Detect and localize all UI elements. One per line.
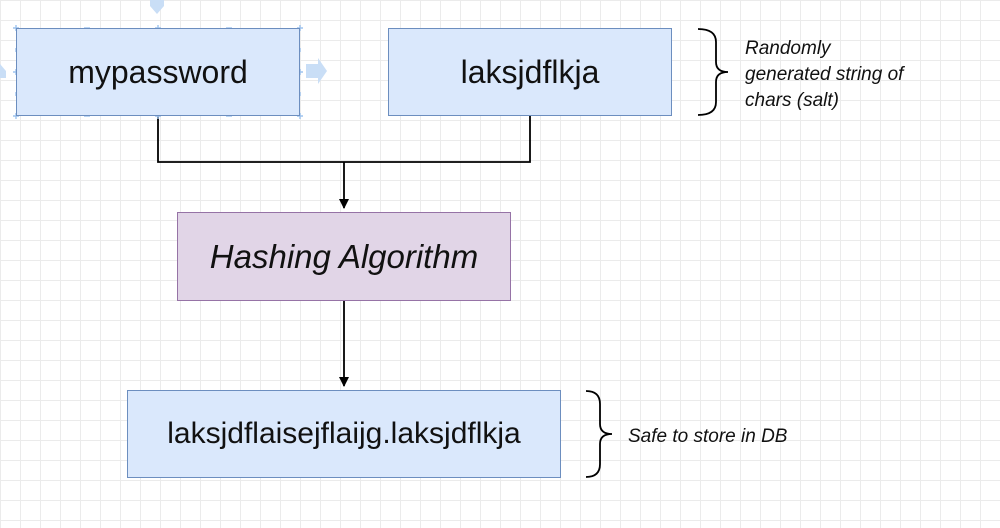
node-hashing-algorithm[interactable]: Hashing Algorithm	[177, 212, 511, 301]
annotation-output[interactable]: Safe to store in DB	[628, 424, 868, 450]
node-output-hash[interactable]: laksjdflaisejflaijg.laksjdflkja	[127, 390, 561, 478]
connector-password-to-merge[interactable]	[157, 116, 344, 163]
annotation-salt-line-3: chars (salt)	[745, 90, 839, 111]
annotation-salt[interactable]: Randomly generated string of chars (salt…	[745, 36, 985, 114]
brace-output-icon[interactable]	[585, 390, 613, 478]
brace-salt-icon[interactable]	[697, 28, 729, 116]
node-password[interactable]: mypassword	[16, 28, 300, 116]
annotation-salt-line-1: Randomly	[745, 38, 831, 59]
hint-arrow-left-icon	[0, 64, 6, 78]
node-output-label: laksjdflaisejflaijg.laksjdflkja	[167, 417, 521, 450]
connector-salt-to-merge[interactable]	[344, 116, 531, 163]
node-password-label: mypassword	[68, 53, 248, 90]
annotation-salt-line-2: generated string of	[745, 64, 904, 85]
node-salt-label: laksjdflkja	[460, 53, 600, 90]
hint-arrow-up-icon	[150, 0, 164, 14]
selection-arrows	[0, 0, 327, 84]
node-hashing-label: Hashing Algorithm	[209, 237, 479, 275]
handle-br	[297, 113, 303, 119]
node-salt[interactable]: laksjdflkja	[388, 28, 672, 116]
hint-arrow-right-icon	[306, 58, 327, 84]
annotation-output-line-1: Safe to store in DB	[628, 426, 788, 447]
